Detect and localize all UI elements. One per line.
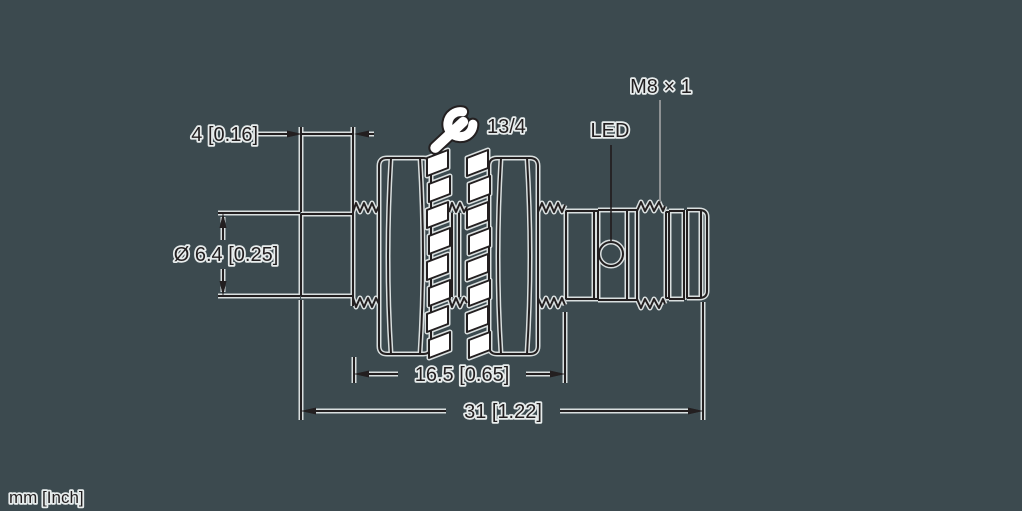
wrench-size-label: 13/4: [487, 116, 526, 138]
tip-length-label: 4 [0.16]: [191, 124, 258, 146]
units-note: mm [Inch]: [9, 488, 84, 507]
led-label: LED: [591, 120, 630, 142]
overall-length-label: 31 [1.22]: [464, 401, 542, 423]
wrench-icon: [428, 105, 480, 155]
diameter-label: Ø 6.4 [0.25]: [174, 244, 279, 266]
thread-spec-label: M8 × 1: [630, 76, 692, 98]
thread-length-label: 16.5 [0.65]: [415, 364, 510, 386]
